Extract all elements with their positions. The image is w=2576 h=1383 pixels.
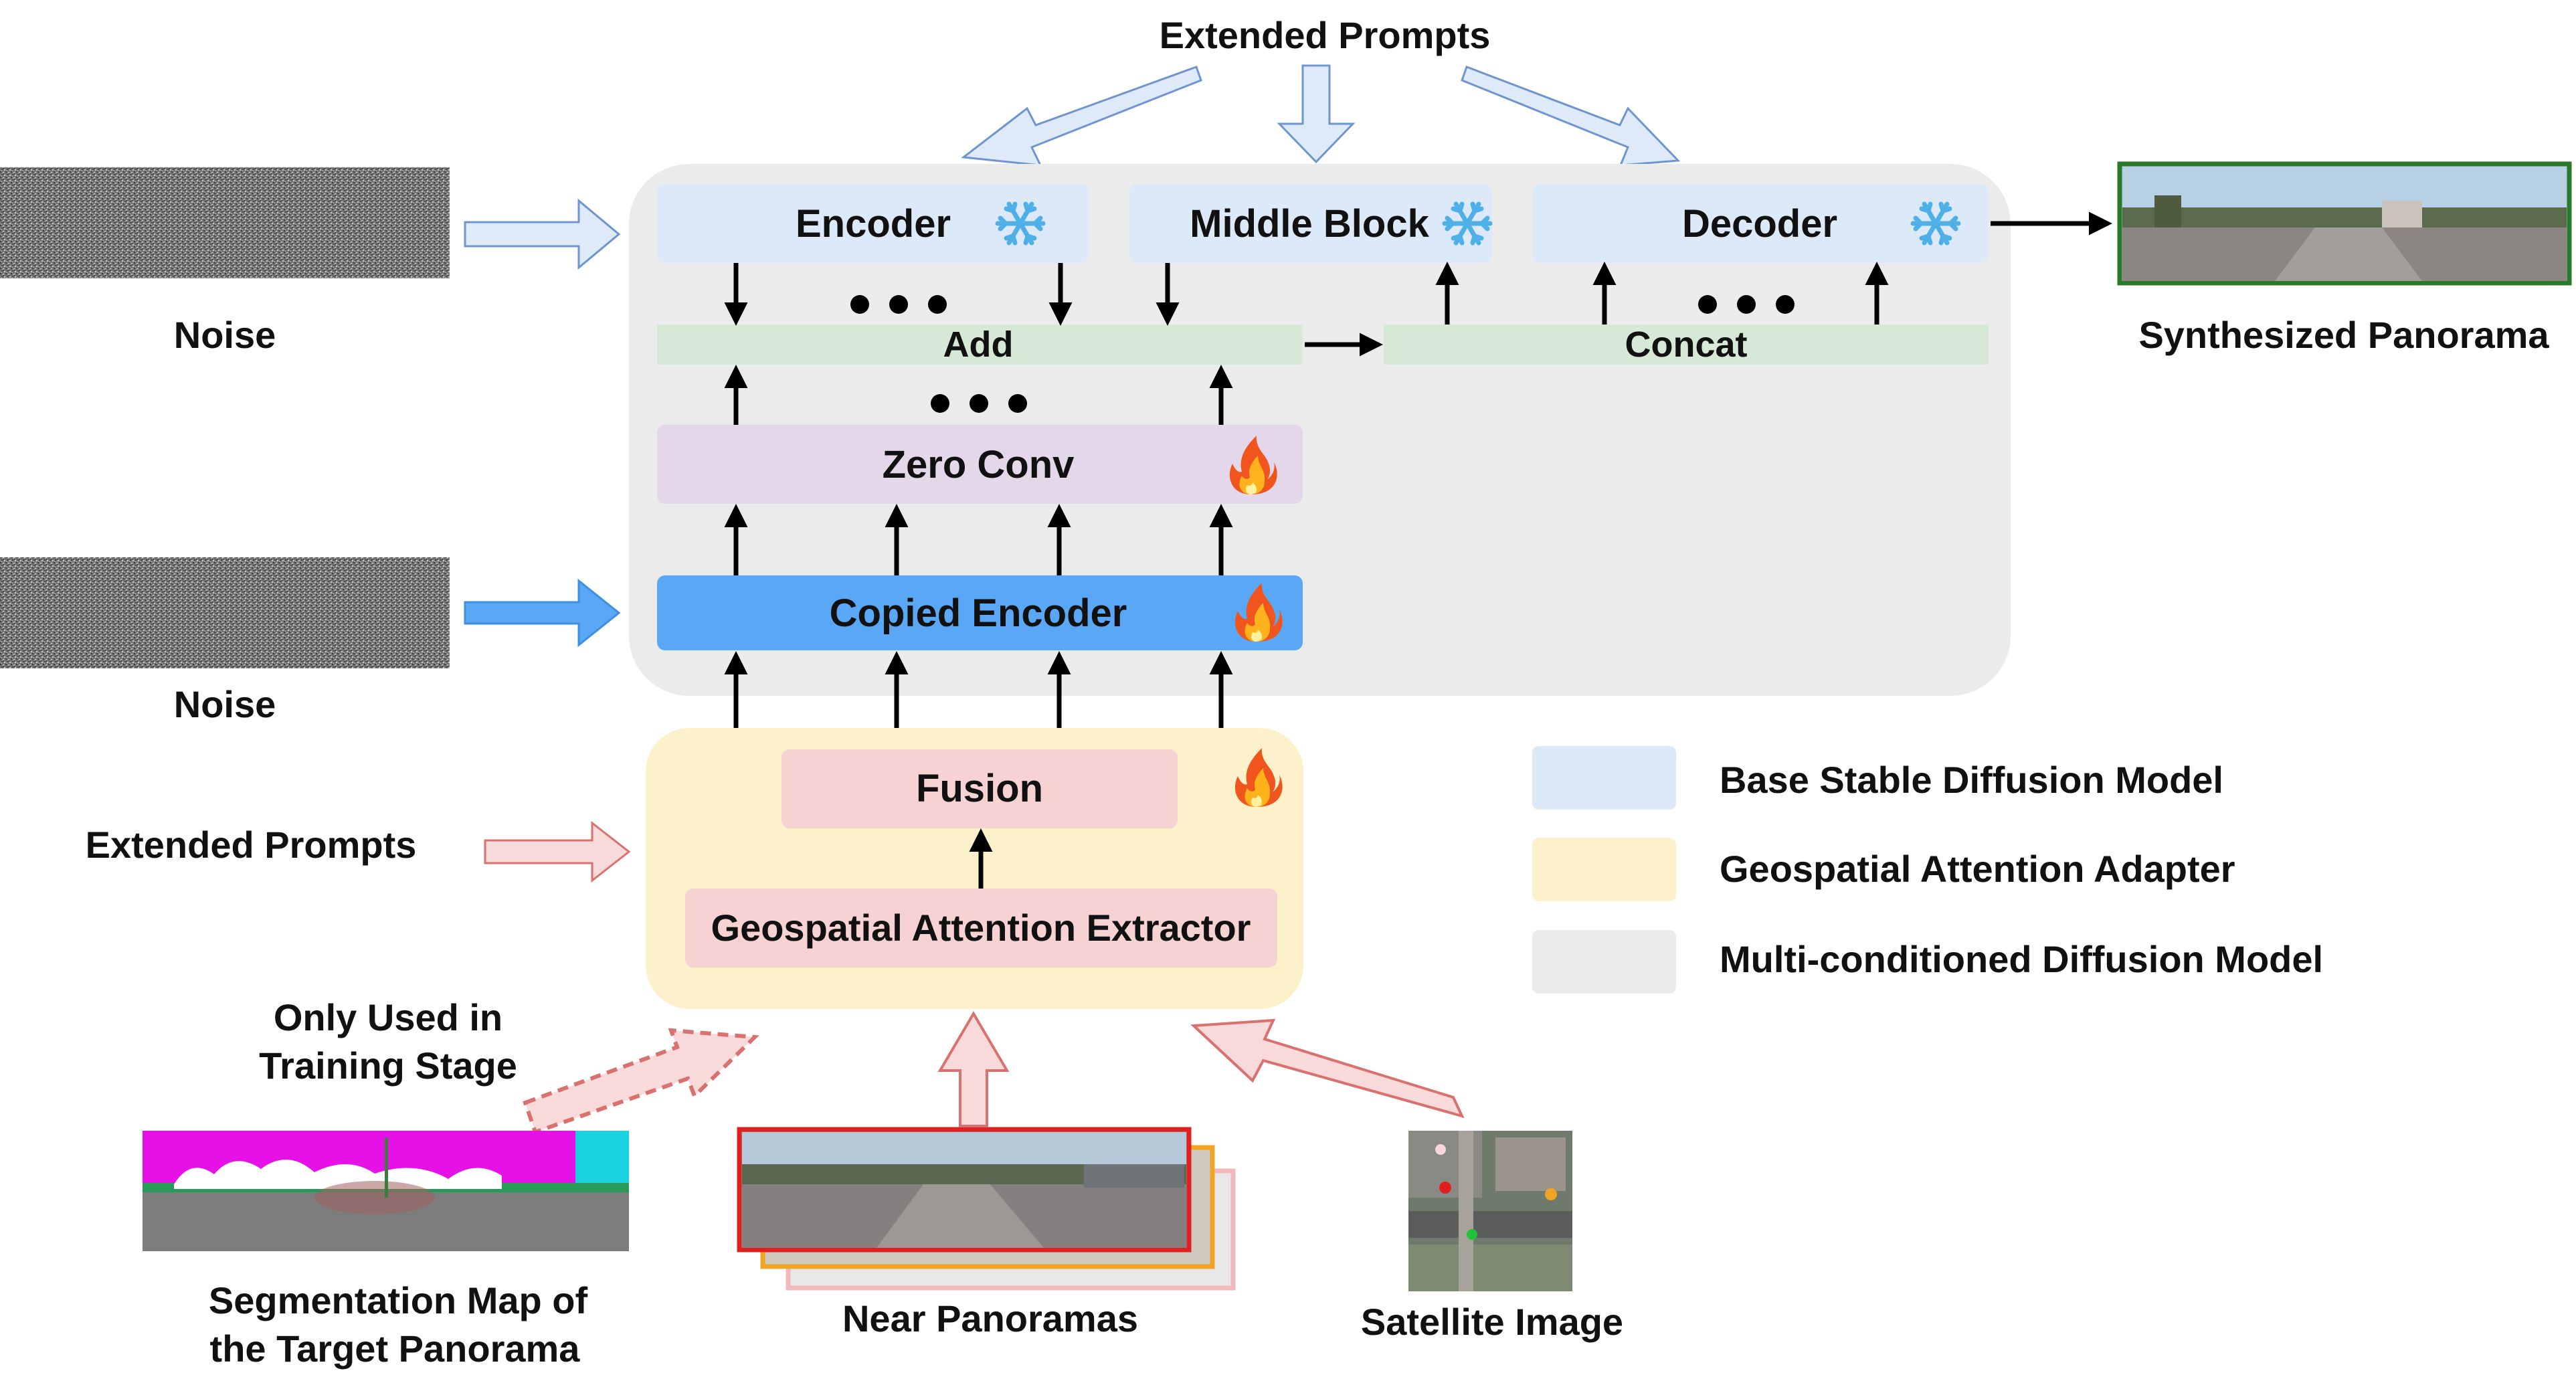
- prompt-to-decoder-arrow: [1461, 66, 1681, 167]
- noise-arrow-top: [464, 198, 621, 270]
- synthesized-panorama-label: Synthesized Panorama: [2138, 314, 2549, 356]
- middle-block: Middle Block: [1129, 184, 1492, 263]
- prompt-to-middle-arrow: [1277, 64, 1356, 164]
- extractor-block: Geospatial Attention Extractor: [685, 889, 1277, 967]
- near-panoramas-stack: [737, 1127, 1236, 1291]
- extractor-label: Geospatial Attention Extractor: [711, 907, 1251, 949]
- concat-bar: [1384, 325, 1989, 365]
- legend-swatch-multi: [1532, 930, 1676, 994]
- ellipsis-dots: [931, 394, 1027, 413]
- segmentation-map-image: [143, 1131, 629, 1251]
- satellite-label: Satellite Image: [1361, 1301, 1623, 1343]
- add-bar: [657, 325, 1303, 365]
- noise-arrow-bottom: [464, 578, 621, 648]
- encoder-block: Encoder: [657, 184, 1089, 263]
- fusion-block: Fusion: [781, 749, 1178, 828]
- legend-label-adapter: Geospatial Attention Adapter: [1720, 848, 2235, 890]
- left-extended-prompts-label: Extended Prompts: [86, 824, 417, 866]
- noise-label-bottom: Noise: [174, 683, 276, 725]
- top-extended-prompts-label: Extended Prompts: [1160, 14, 1491, 56]
- near-panoramas-to-adapter-arrow: [937, 1011, 1010, 1127]
- noise-image-bottom: [0, 557, 450, 668]
- copied-encoder-block: Copied Encoder: [657, 575, 1303, 650]
- legend-swatch-base: [1532, 746, 1676, 810]
- concat-label: Concat: [1625, 325, 1747, 365]
- add-label: Add: [943, 325, 1014, 365]
- synthesized-panorama-image: [2117, 161, 2572, 286]
- near-panoramas-label: Near Panoramas: [842, 1297, 1138, 1340]
- multi-conditioned-container: [629, 164, 2011, 696]
- satellite-image: [1408, 1131, 1572, 1291]
- encoder-label: Encoder: [796, 202, 951, 246]
- segmentation-label-line1: Segmentation Map of: [209, 1279, 588, 1321]
- middle-block-label: Middle Block: [1190, 202, 1429, 246]
- ellipsis-dots: [850, 295, 947, 314]
- noise-image-top: [0, 167, 450, 278]
- zero-conv-label: Zero Conv: [883, 443, 1075, 486]
- training-note-line1: Only Used in: [274, 996, 502, 1038]
- decoder-label: Decoder: [1682, 202, 1837, 246]
- near-panorama-image: [737, 1127, 1192, 1253]
- decoder-block: Decoder: [1532, 184, 1989, 263]
- satellite-to-adapter-arrow: [1190, 1018, 1465, 1119]
- prompt-to-adapter-arrow: [484, 820, 631, 883]
- legend-label-multi: Multi-conditioned Diffusion Model: [1720, 938, 2323, 980]
- legend-swatch-adapter: [1532, 838, 1676, 901]
- training-note-line2: Training Stage: [259, 1044, 517, 1087]
- legend-label-base: Base Stable Diffusion Model: [1720, 759, 2223, 801]
- copied-encoder-label: Copied Encoder: [830, 591, 1127, 635]
- prompt-to-encoder-arrow: [961, 66, 1202, 167]
- ellipsis-dots: [1698, 295, 1795, 314]
- segmentation-label-line2: the Target Panorama: [210, 1327, 581, 1370]
- legend: Base Stable Diffusion Model Geospatial A…: [1532, 746, 2323, 994]
- fusion-label: Fusion: [916, 767, 1043, 810]
- zero-conv-block: Zero Conv: [657, 425, 1303, 504]
- segmentation-to-adapter-dashed-arrow: [523, 1028, 759, 1135]
- noise-label-top: Noise: [174, 314, 276, 356]
